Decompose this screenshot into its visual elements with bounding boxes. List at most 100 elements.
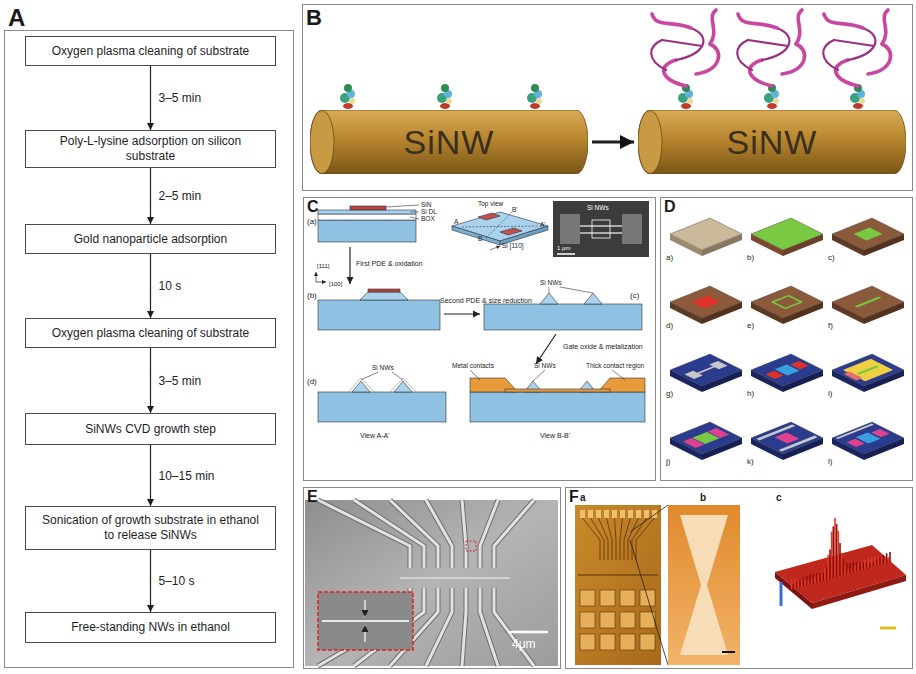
surface-ridge (853, 562, 855, 572)
top-view-chip (452, 212, 548, 241)
linker-molecule (446, 98, 452, 104)
part-label: Si NWs (540, 280, 562, 287)
layer-stack (318, 210, 416, 214)
zoom-box (508, 631, 548, 634)
etched-substrate (540, 293, 558, 304)
panel-frame (303, 5, 913, 191)
electrode-lead (494, 500, 534, 568)
bond-pad (640, 634, 655, 650)
panel-letter: A (8, 6, 25, 30)
surface-ridge (856, 562, 858, 571)
linker-molecule (531, 84, 539, 92)
zoom-box (466, 541, 476, 551)
chip-trace (578, 510, 658, 650)
bond-pad (620, 634, 635, 650)
patterned-layer (843, 359, 893, 381)
fabrication-step-tile (751, 218, 823, 256)
step-label: a) (666, 254, 673, 262)
surface-ridge (839, 543, 841, 576)
protein-ribbon (652, 14, 691, 28)
chip-photo (575, 505, 661, 665)
surface-ridge (828, 555, 830, 579)
process-arrow (349, 247, 350, 284)
zoom-box (318, 592, 413, 650)
protein-ribbon (868, 44, 891, 74)
surface-ridge (836, 524, 838, 577)
surface-ridge (879, 557, 881, 565)
chip-trace (599, 518, 609, 560)
surface-ridge (804, 579, 806, 585)
etched-substrate (549, 287, 550, 293)
linker-molecule (773, 98, 779, 104)
layer-stack (350, 206, 386, 210)
crystal-direction: [100] (329, 281, 342, 287)
surface-ridge (811, 579, 813, 584)
layer-stack (318, 214, 416, 220)
connector-group (151, 66, 635, 612)
sem-inset (622, 214, 642, 244)
patterned-layer (846, 439, 864, 447)
duration-label: 3–5 min (159, 375, 202, 387)
protein-ribbon (834, 40, 874, 46)
surface-ridge (796, 581, 798, 588)
process-arrow (316, 282, 326, 283)
surface-ridge (888, 557, 890, 562)
sem-inset (553, 201, 649, 257)
surface-ridge (834, 518, 836, 578)
fabrication-step-tile (670, 286, 742, 324)
layer-name: BOX (421, 216, 435, 223)
device-cross-section (505, 389, 610, 392)
sem-inset (553, 201, 649, 257)
part-label: Metal contacts (452, 363, 494, 370)
electrode-lead (426, 500, 452, 568)
step-label: (b) (307, 292, 317, 300)
bond-pad (620, 510, 625, 518)
inset-label: Si NWs (587, 205, 609, 212)
part-label: Si NWs (534, 363, 556, 370)
step-text: Free-standing NWs in ethanol (71, 620, 230, 635)
bond-pad (580, 612, 595, 628)
duration-label: 5–10 s (159, 575, 195, 587)
device-cross-section (361, 372, 378, 380)
protein-ribbon (710, 10, 716, 44)
bond-pad (628, 510, 633, 518)
duration-label: 3–5 min (159, 92, 202, 104)
electrode-lead (494, 588, 534, 666)
panel-letter: D (664, 199, 676, 215)
linker-molecule (441, 84, 449, 92)
step-label: e) (747, 322, 754, 330)
surface-ridge (824, 568, 826, 581)
process-box: Free-standing NWs in ethanol (25, 612, 276, 643)
chip-trace (615, 518, 617, 560)
surface-ridge (844, 565, 846, 575)
protein-ribbon (824, 14, 863, 28)
scale-label: 4μm (512, 638, 536, 650)
surface-ridge (878, 556, 880, 565)
zoom-box (364, 600, 365, 617)
view-label: View B-B' (540, 432, 570, 439)
bond-pad (652, 510, 657, 518)
scale-bar (880, 627, 896, 630)
surface-ridge (821, 572, 823, 581)
cylinder-end (638, 111, 662, 174)
protein-ribbon (651, 40, 666, 70)
step-text: Poly-L-lysine adsorption on silicon subs… (38, 134, 263, 164)
substrate-side (751, 234, 783, 256)
top-view-chip (462, 226, 538, 227)
flow-arrow (150, 348, 151, 413)
top-view-chip (452, 212, 548, 250)
chip-trace (591, 518, 605, 560)
process-step: Gate oxide & metalization (563, 343, 643, 350)
duration-label: 2–5 min (159, 190, 202, 202)
layer-name: Si DL (421, 209, 437, 216)
surface-ridge (843, 559, 845, 575)
device-cross-section (348, 378, 374, 392)
surface-plot (812, 575, 906, 609)
surface-ridge (791, 580, 793, 590)
duration-label: 10 s (159, 280, 182, 292)
surface-ridge (873, 562, 875, 567)
scale-bar (781, 582, 896, 628)
substrate-side (670, 234, 702, 256)
surface-ridge (808, 580, 810, 585)
surface-ridge (861, 561, 863, 569)
